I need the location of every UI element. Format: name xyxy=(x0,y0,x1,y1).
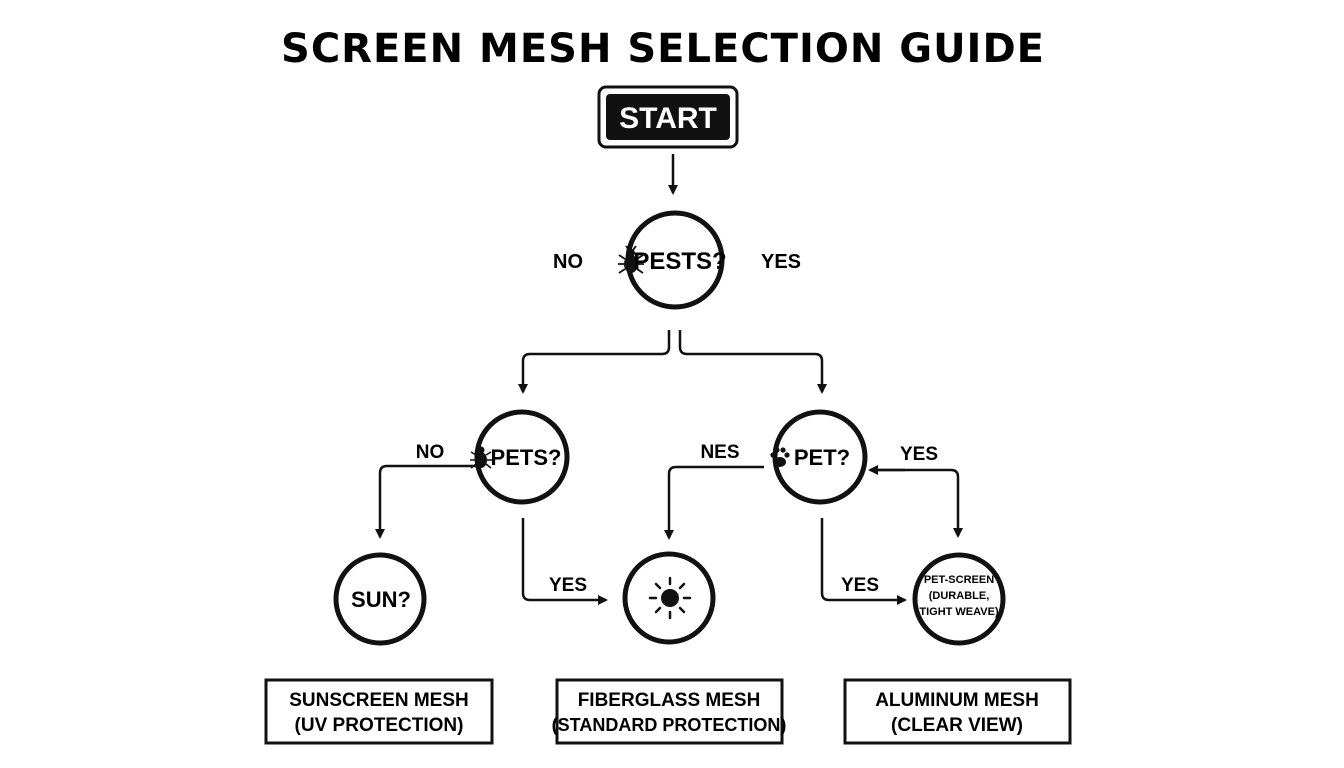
result-fiberglass-mesh: FIBERGLASS MESH (STANDARD PROTECTION) xyxy=(552,678,787,745)
pet-decision-node: PET? xyxy=(770,409,868,505)
start-node: START xyxy=(597,85,739,149)
pests-decision-node: PESTS? xyxy=(618,210,727,310)
edge-pet-to-fiberglass xyxy=(664,465,764,540)
result-aluminum-mesh: ALUMINUM MESH (CLEAR VIEW) xyxy=(843,678,1072,745)
result-subtitle: (UV PROTECTION) xyxy=(295,715,464,736)
pets-no-label: NO xyxy=(416,442,445,463)
sun-decision-node: SUN? xyxy=(333,552,427,646)
pets-yes-label: YES xyxy=(549,575,587,596)
result-title: SUNSCREEN MESH xyxy=(289,690,468,711)
result-title: ALUMINUM MESH xyxy=(875,690,1039,711)
sun-label: SUN? xyxy=(351,587,411,612)
start-label: START xyxy=(619,102,717,135)
pet-label: PET? xyxy=(794,445,850,470)
pet-screen-line2: (DURABLE, xyxy=(929,590,990,602)
edge-pet-yes-down xyxy=(820,518,907,605)
diagram-title: SCREEN MESH SELECTION GUIDE xyxy=(281,26,1045,72)
pests-no-label: NO xyxy=(553,251,583,273)
result-title: FIBERGLASS MESH xyxy=(578,690,761,711)
sun-icon-node xyxy=(622,551,716,645)
edge-pet-to-pet-screen xyxy=(878,468,963,538)
bug-icon xyxy=(470,446,492,469)
pet-yes-bottom-label: YES xyxy=(841,575,879,596)
sun-icon xyxy=(648,576,692,620)
edge-pests-to-pet xyxy=(678,330,827,394)
pests-yes-label: YES xyxy=(761,251,801,273)
edge-pets-to-sun xyxy=(375,464,476,539)
paw-icon xyxy=(770,447,790,467)
pet-screen-node: PET-SCREEN (DURABLE, TIGHT WEAVE) xyxy=(912,552,1006,646)
pet-screen-line3: TIGHT WEAVE) xyxy=(919,606,999,618)
pet-nes-label: NES xyxy=(700,442,739,463)
result-sunscreen-mesh: SUNSCREEN MESH (UV PROTECTION) xyxy=(264,678,494,745)
pet-yes-top-label: YES xyxy=(900,444,938,465)
edge-pets-to-fiberglass xyxy=(521,518,608,605)
pet-screen-line1: PET-SCREEN xyxy=(924,574,994,586)
pets-decision-node: PETS? xyxy=(470,409,570,505)
edge-pests-to-pets xyxy=(518,330,671,394)
bug-icon xyxy=(618,245,644,274)
result-subtitle: (STANDARD PROTECTION) xyxy=(552,715,787,735)
result-subtitle: (CLEAR VIEW) xyxy=(891,715,1023,736)
pets-label: PETS? xyxy=(491,445,562,470)
pests-label: PESTS? xyxy=(633,248,726,275)
